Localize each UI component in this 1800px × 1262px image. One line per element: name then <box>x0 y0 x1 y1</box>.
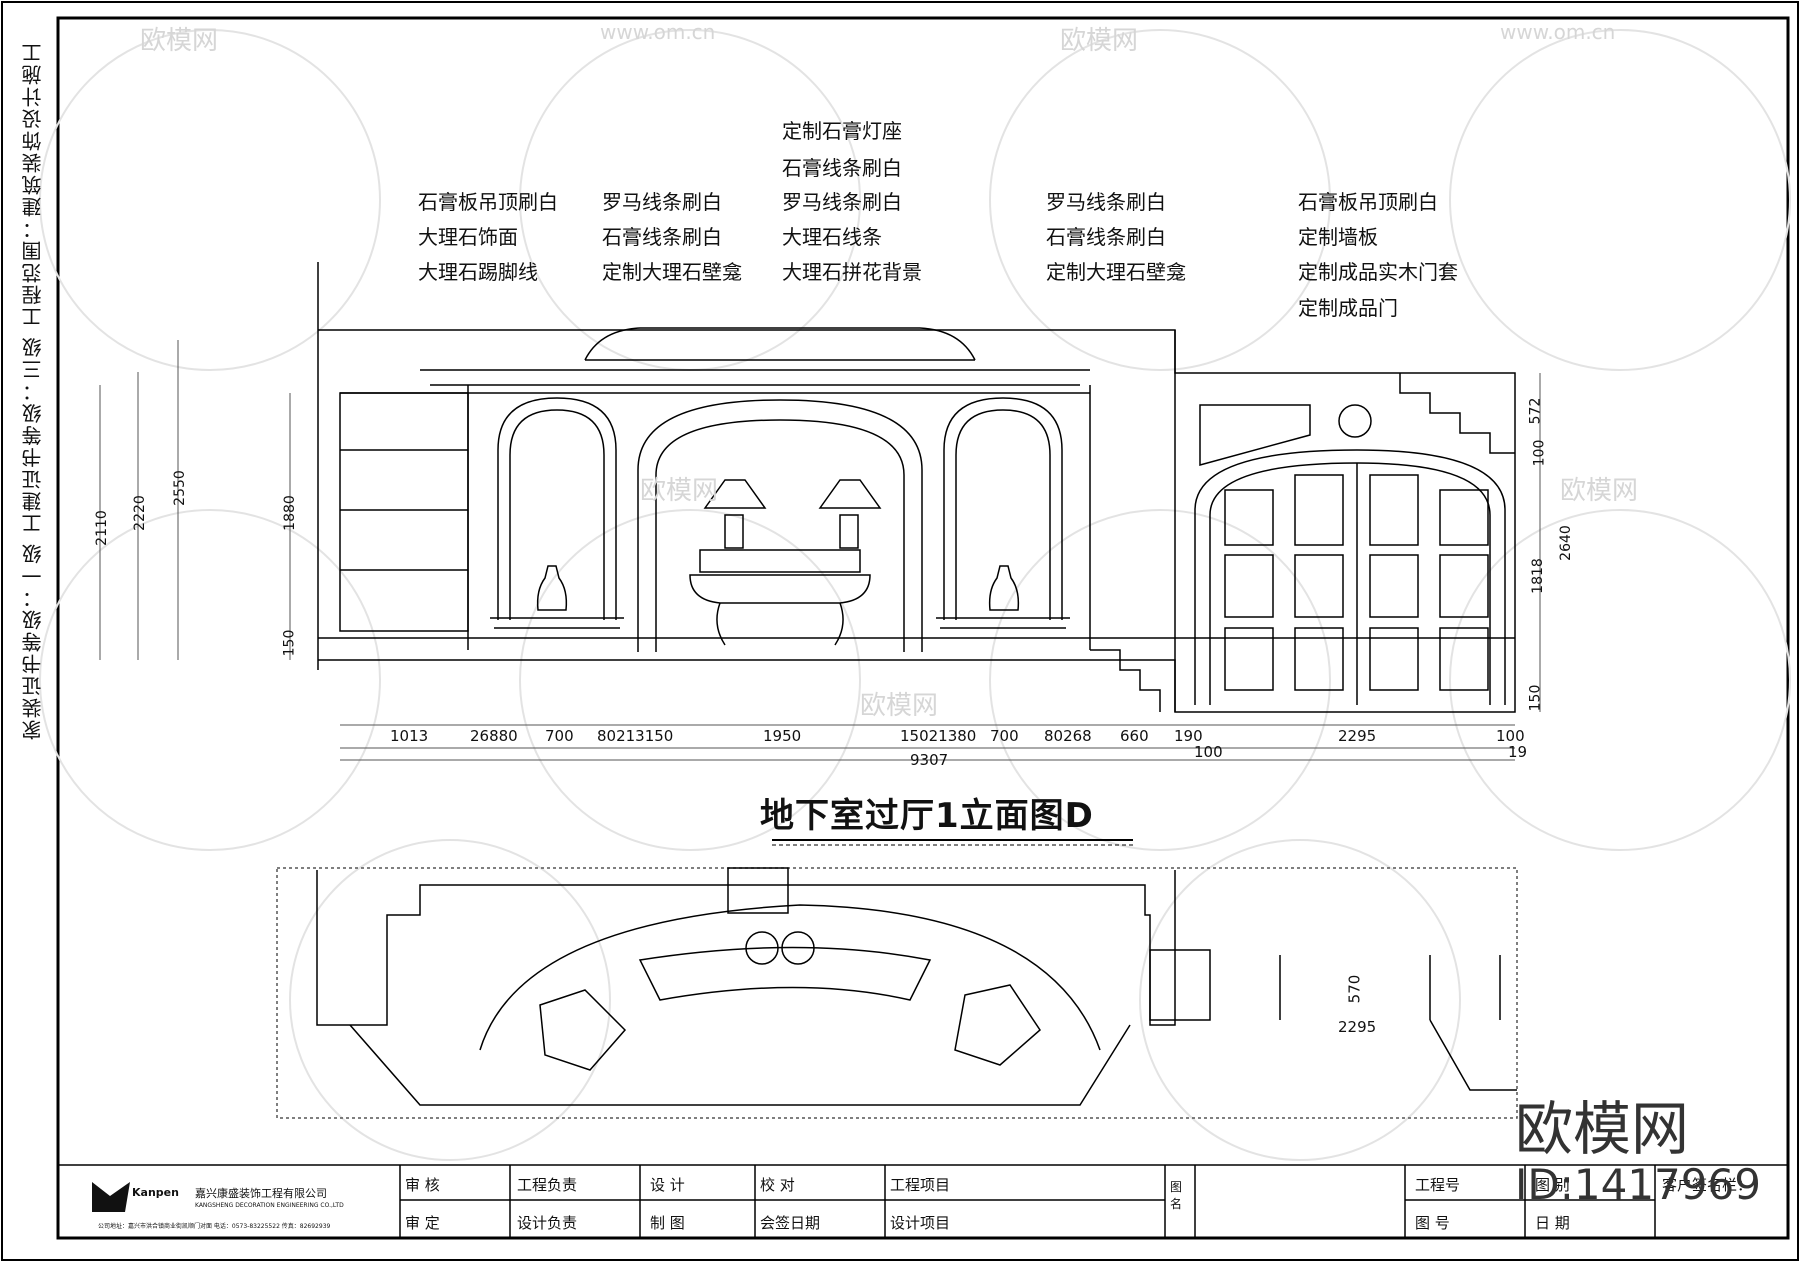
dim-text: 2295 <box>1338 727 1377 745</box>
label: 罗马线条刷白 <box>782 190 902 214</box>
label: 定制墙板 <box>1298 225 1378 249</box>
side-note: 家装证书等级：一级 工建证书等级：三级 工程范围：建筑装饰设计施工 <box>21 41 45 740</box>
dim-text: 190 <box>1174 727 1203 745</box>
label: 定制成品门 <box>1298 296 1398 320</box>
tb-cell: 设 计 <box>650 1176 685 1194</box>
dim-text: 80213150 <box>597 727 674 745</box>
tb-cell: 审 核 <box>405 1176 440 1194</box>
dim-text: 572 <box>1527 397 1544 425</box>
label: 定制石膏灯座 <box>782 119 902 143</box>
dim-text: 2550 <box>171 470 188 506</box>
dim-text: 100 <box>1496 727 1525 745</box>
tb-cell: 图名 <box>1170 1180 1183 1211</box>
label: 石膏线条刷白 <box>602 225 722 249</box>
watermark-url: www.om.cn <box>1500 20 1616 44</box>
dim-text: 80268 <box>1044 727 1092 745</box>
tb-cell: 工程负责 <box>517 1176 578 1194</box>
dim-text: 2640 <box>1557 525 1574 561</box>
dim-text: 26880 <box>470 727 518 745</box>
tb-cell: 审 定 <box>405 1214 440 1232</box>
label: 石膏板吊顶刷白 <box>418 190 558 214</box>
dim-text: 1818 <box>1529 558 1546 594</box>
label: 大理石拼花背景 <box>782 260 922 284</box>
label: 大理石踢脚线 <box>418 260 538 284</box>
label: 石膏板吊顶刷白 <box>1298 190 1438 214</box>
dim-text: 1013 <box>390 727 429 745</box>
tb-cell: 图 号 <box>1415 1214 1450 1232</box>
watermark-brand: 欧模网 <box>1560 476 1639 506</box>
dim-text: 1880 <box>281 495 298 531</box>
watermark-brand: 欧模网 <box>640 476 719 506</box>
label: 定制大理石壁龛 <box>1046 260 1186 284</box>
label: 定制大理石壁龛 <box>602 260 742 284</box>
tb-cell: 工程项目 <box>890 1176 951 1194</box>
watermark-brand: 欧模网 <box>860 691 939 721</box>
footer-id: ID:1417969 <box>1515 1160 1761 1209</box>
company-name-en: KANGSHENG DECORATION ENGINEERING CO.,LTD <box>195 1202 344 1209</box>
watermark-url: www.om.cn <box>600 20 716 44</box>
dim-text: 660 <box>1120 727 1149 745</box>
tb-cell: 工程号 <box>1415 1176 1461 1194</box>
dim-text: 700 <box>990 727 1019 745</box>
dim-text: 2110 <box>93 510 110 546</box>
tb-cell: 日 期 <box>1535 1214 1570 1232</box>
label: 罗马线条刷白 <box>602 190 722 214</box>
tb-cell: 设计项目 <box>890 1214 951 1232</box>
dim-text: 1950 <box>763 727 802 745</box>
dim-text: 570 <box>1345 974 1364 1004</box>
company-address: 公司地址：嘉兴市洪合镇商业街凯顺门对面 电话：0573-83225522 传真：… <box>98 1223 331 1230</box>
label: 定制成品实木门套 <box>1298 260 1458 284</box>
dim-text: 19 <box>1508 743 1528 761</box>
logo-text: Kanpen <box>132 1186 179 1199</box>
label: 石膏线条刷白 <box>1046 225 1166 249</box>
dim-text: 2220 <box>131 495 148 531</box>
tb-cell: 图 别 <box>1535 1176 1570 1194</box>
tb-cell: 制 图 <box>650 1214 685 1232</box>
dim-text: 2295 <box>1338 1018 1377 1036</box>
dim-text: 100 <box>1194 743 1223 761</box>
tb-cell: 设计负责 <box>517 1214 578 1232</box>
drawing-title: 地下室过厅1立面图D <box>760 796 1094 836</box>
label: 大理石线条 <box>782 225 882 249</box>
label: 石膏线条刷白 <box>782 156 902 180</box>
tb-cell: 客户签名栏： <box>1662 1176 1753 1194</box>
company-logo-icon <box>92 1182 130 1212</box>
dim-text: 15021380 <box>900 727 977 745</box>
dim-text: 700 <box>545 727 574 745</box>
tb-cell: 会签日期 <box>760 1214 821 1232</box>
label: 罗马线条刷白 <box>1046 190 1166 214</box>
dim-text: 150 <box>1527 684 1544 712</box>
watermark-brand: 欧模网 <box>1060 26 1139 56</box>
watermark-brand: 欧模网 <box>140 26 219 56</box>
footer-brand: 欧模网 <box>1515 1095 1690 1163</box>
dim-text: 100 <box>1531 439 1548 467</box>
dim-total: 9307 <box>910 751 949 769</box>
tb-cell: 校 对 <box>760 1176 795 1194</box>
label: 大理石饰面 <box>418 225 518 249</box>
dim-text: 150 <box>281 629 298 657</box>
company-name-cn: 嘉兴康盛装饰工程有限公司 <box>195 1187 327 1200</box>
